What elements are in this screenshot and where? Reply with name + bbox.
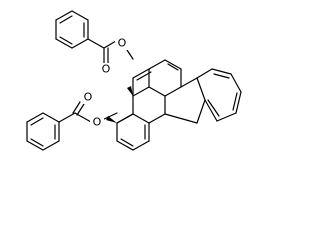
top-ester-group xyxy=(87,38,134,64)
atom-o-ester-top: O xyxy=(115,37,129,50)
chemical-structure-diagram: O O O O xyxy=(26,10,242,151)
top-phenyl-ring xyxy=(55,10,89,49)
bottom-ester-group xyxy=(58,101,118,123)
naphthalene-lower-ring xyxy=(116,113,150,151)
naphthalene-upper-ring xyxy=(132,59,182,97)
stereo-wedges xyxy=(106,86,133,123)
benzo-ring xyxy=(196,68,242,122)
svg-text:O: O xyxy=(84,91,93,104)
atom-o-ester-bottom: O xyxy=(90,116,104,129)
svg-text:O: O xyxy=(93,116,102,129)
bottom-phenyl-ring xyxy=(26,112,60,151)
dihydro-ring xyxy=(116,68,166,142)
atom-o-carbonyl-top: O xyxy=(98,63,112,76)
atom-o-carbonyl-bottom: O xyxy=(81,91,95,104)
svg-text:O: O xyxy=(118,37,127,50)
five-membered-ring xyxy=(164,77,206,124)
svg-text:O: O xyxy=(102,63,111,76)
